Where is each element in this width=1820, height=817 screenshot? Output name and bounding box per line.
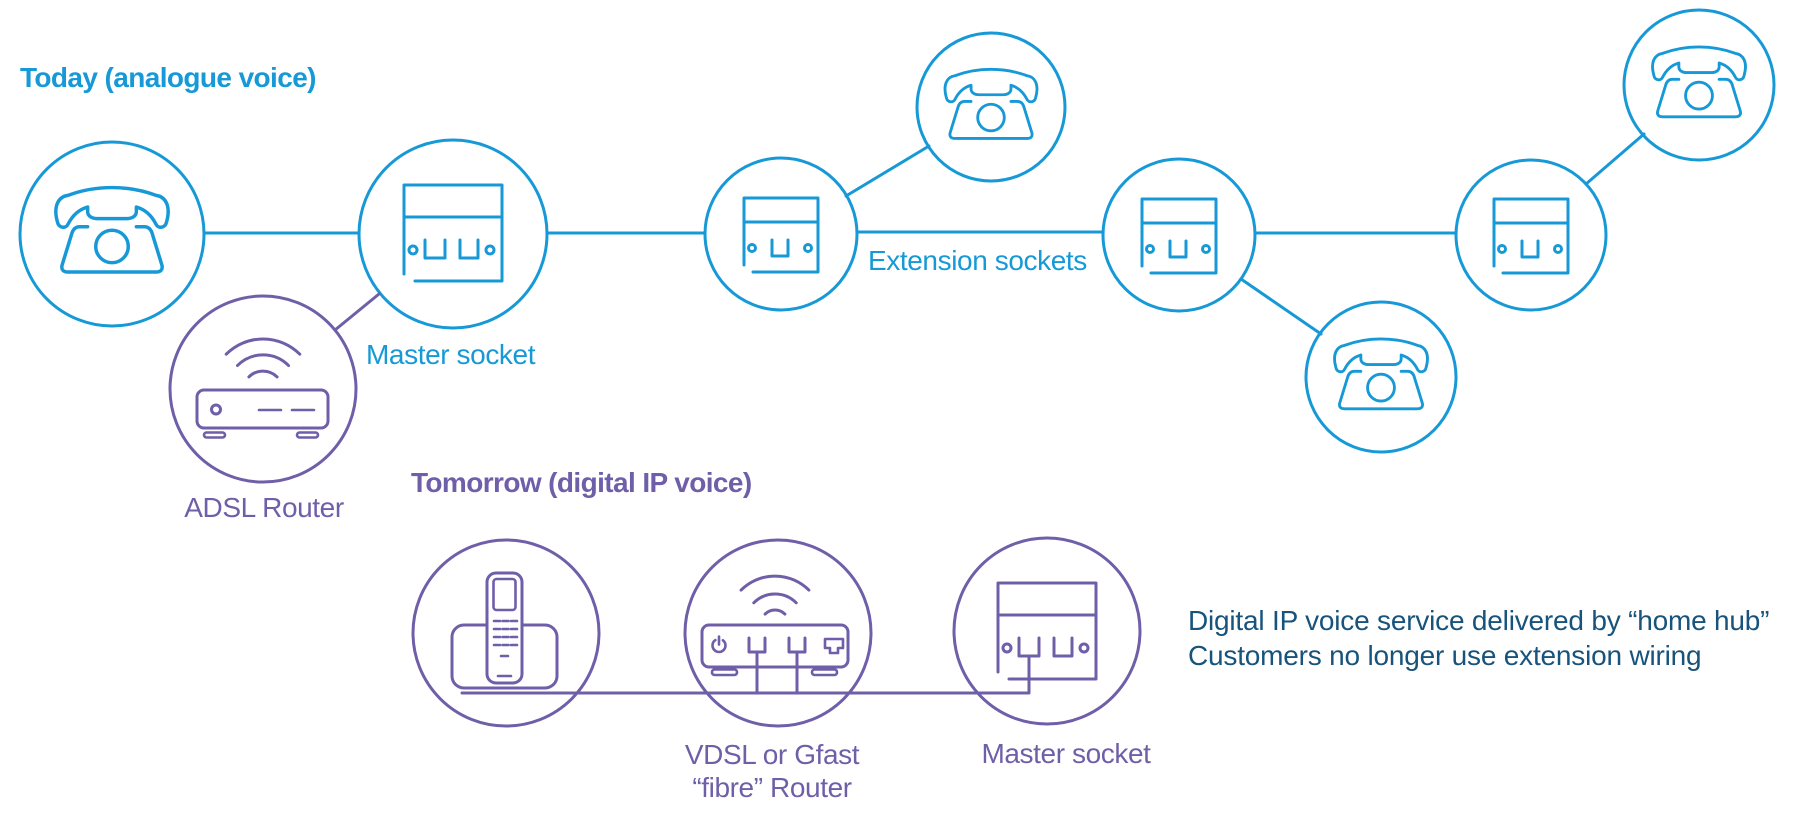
wifi-router-icon [700,574,850,677]
wifi-icon [752,592,798,605]
ethernet-port-icon [823,637,845,655]
extension-sockets-label: Extension sockets [868,245,1087,276]
connection-line [333,292,381,332]
phone-jack-icon [787,636,807,654]
extension-socket-2-node [1101,157,1257,313]
tomorrow-cordless-phone-node [411,538,601,728]
wifi-icon [247,369,279,379]
vdsl-router-label-line2: “fibre” Router [692,772,852,803]
wifi-icon [763,608,787,616]
today-master-socket-node [357,138,549,330]
tomorrow-vdsl-router-node [683,538,873,728]
today-phone-3-node [1304,300,1458,454]
vdsl-router-label: VDSL or Gfast “fibre” Router [684,738,860,804]
connection-line [844,144,931,198]
adsl-router-label: ADSL Router [184,492,344,523]
today-phone-2-node [915,31,1067,183]
telephone-icon [1651,45,1747,119]
extension-socket-icon [742,196,820,274]
digital-voice-note: Digital IP voice service delivered by “h… [1188,603,1769,673]
telephone-icon [1333,337,1429,411]
wifi-icon [739,574,811,592]
today-section-title: Today (analogue voice) [20,62,317,93]
tomorrow-master-socket-node [952,536,1142,726]
tomorrow-master-socket-label: Master socket [981,738,1151,769]
note-line1: Digital IP voice service delivered by “h… [1188,605,1770,636]
home-wiring-line [460,654,1031,695]
extension-socket-icon [1140,197,1218,275]
phone-jack-icon [747,636,767,654]
today-phone-1-node [18,140,206,328]
handset-keypad [492,619,519,678]
wifi-icon [236,353,290,367]
cordless-phone-icon [450,571,559,690]
purple-elements [168,292,1142,728]
connection-line [1239,277,1323,336]
power-icon [711,637,727,654]
tomorrow-section-title: Tomorrow (digital IP voice) [411,467,752,498]
master-socket-icon [996,581,1098,681]
wifi-icon [224,337,302,356]
telephone-icon [943,67,1039,140]
extension-socket-3-node [1454,158,1608,312]
master-socket-label: Master socket [366,339,536,370]
telephone-icon [54,185,170,274]
today-phone-4-node [1622,8,1776,162]
extension-socket-1-node [703,156,859,312]
note-line2: Customers no longer use extension wiring [1188,640,1702,671]
vdsl-router-label-line1: VDSL or Gfast [684,739,860,770]
extension-socket-icon [1492,197,1570,275]
connection-line [1584,132,1646,186]
handset-screen [492,577,517,612]
adsl-router-node [168,294,358,484]
today-network [18,8,1776,454]
master-socket-icon [402,183,504,283]
wifi-router-icon [195,337,330,439]
